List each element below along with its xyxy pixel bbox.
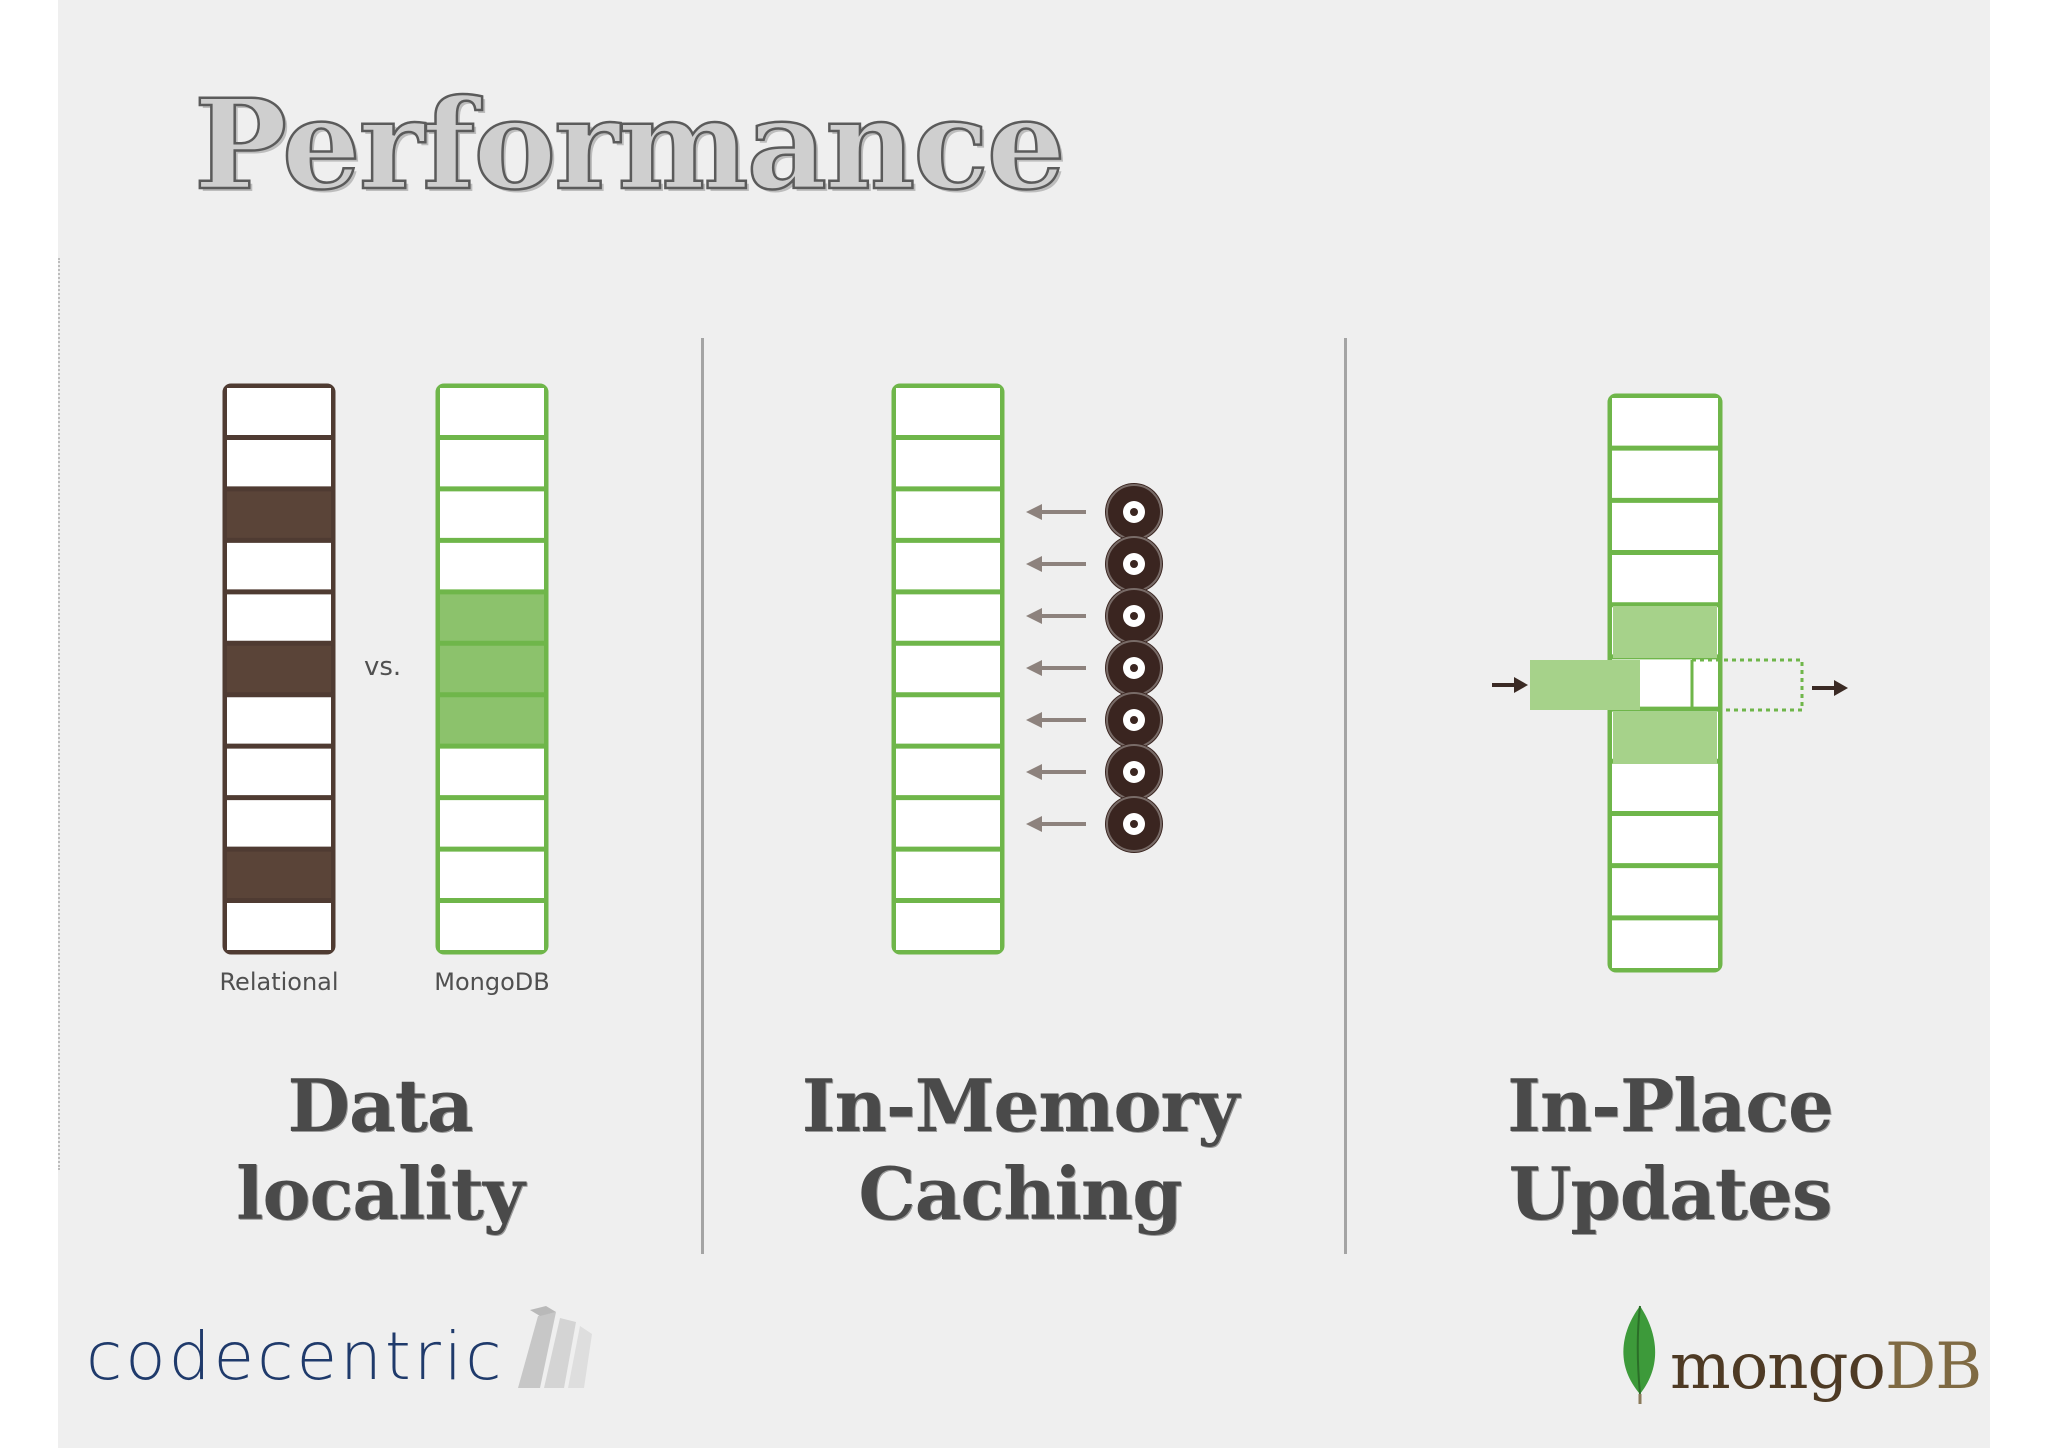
vs-label: vs.: [364, 652, 402, 682]
empty-row: [440, 439, 544, 487]
empty-row: [896, 645, 1000, 693]
caption-line: Data: [287, 1063, 474, 1148]
filled-row: [227, 490, 331, 539]
mongodb-label: MongoDB: [434, 968, 550, 996]
filled-row: [227, 851, 331, 899]
filled-row: [440, 645, 544, 693]
empty-row: [1612, 919, 1718, 968]
caption-line: locality: [236, 1151, 525, 1236]
relational-column: [222, 383, 336, 955]
relational-label: Relational: [219, 968, 339, 996]
caption-data-locality: Data locality: [180, 1062, 580, 1238]
empty-row: [227, 799, 331, 848]
update-column: [1492, 393, 1848, 973]
arrow-left-icon: [1026, 660, 1086, 676]
empty-row: [896, 388, 1000, 436]
filled-row: [227, 645, 331, 693]
empty-row: [896, 542, 1000, 590]
empty-row: [440, 542, 544, 590]
left-dotted-guide: [58, 258, 60, 1170]
caption-line: In-Place: [1507, 1063, 1834, 1148]
empty-row: [440, 748, 544, 796]
mongodb-logo-part: mongo: [1670, 1330, 1886, 1404]
empty-row: [896, 902, 1000, 950]
empty-row: [1612, 554, 1718, 603]
empty-row: [1612, 867, 1718, 916]
empty-row: [1612, 450, 1718, 499]
disk-icon: [1105, 483, 1163, 541]
empty-row: [227, 439, 331, 487]
slide-title: Performance: [193, 73, 1067, 218]
empty-row: [227, 748, 331, 796]
empty-row: [1612, 815, 1718, 864]
mongodb-column: [435, 383, 549, 955]
empty-row: [227, 388, 331, 436]
empty-row: [227, 696, 331, 745]
empty-row: [440, 490, 544, 539]
disk-icon: [1105, 795, 1163, 853]
arrow-left-icon: [1026, 816, 1086, 832]
caption-line: Caching: [858, 1151, 1182, 1236]
filled-row: [440, 696, 544, 745]
disk-icon: [1105, 587, 1163, 645]
arrow-out-icon: [1812, 680, 1848, 696]
arrow-left-icon: [1026, 608, 1086, 624]
empty-row: [1612, 398, 1718, 447]
empty-row: [1612, 502, 1718, 551]
filled-row: [440, 593, 544, 642]
updated-slot-fill: [1613, 606, 1717, 658]
disk-stack: [1026, 483, 1163, 853]
codecentric-logo: codecentric: [86, 1318, 505, 1395]
empty-row: [896, 696, 1000, 745]
incoming-record: [1530, 660, 1640, 710]
caption-line: In-Memory: [801, 1063, 1239, 1148]
empty-row: [896, 593, 1000, 642]
updated-slot-fill-lower: [1613, 712, 1717, 764]
mongodb-logo-part: DB: [1884, 1330, 1982, 1404]
memory-column: [891, 383, 1005, 955]
empty-row: [227, 902, 331, 950]
empty-row: [440, 799, 544, 848]
caption-in-place-updates: In-Place Updates: [1440, 1062, 1900, 1238]
arrow-left-icon: [1026, 556, 1086, 572]
empty-row: [440, 388, 544, 436]
empty-row: [440, 902, 544, 950]
caption-in-memory-caching: In-Memory Caching: [780, 1062, 1260, 1238]
arrow-left-icon: [1026, 764, 1086, 780]
section-divider: [1344, 338, 1347, 1254]
arrow-left-icon: [1026, 504, 1086, 520]
section-divider: [701, 338, 704, 1254]
disk-icon: [1105, 535, 1163, 593]
arrow-left-icon: [1026, 712, 1086, 728]
empty-row: [227, 542, 331, 590]
disk-icon: [1105, 639, 1163, 697]
empty-row: [896, 439, 1000, 487]
disk-icon: [1105, 743, 1163, 801]
mongodb-logo: mongoDB: [1670, 1330, 1982, 1404]
empty-row: [896, 748, 1000, 796]
empty-row: [896, 799, 1000, 848]
empty-row: [227, 593, 331, 642]
arrow-in-icon: [1492, 677, 1528, 693]
disk-icon: [1105, 691, 1163, 749]
empty-row: [440, 851, 544, 899]
caption-line: Updates: [1508, 1151, 1833, 1236]
empty-row: [1612, 763, 1718, 812]
empty-row: [896, 490, 1000, 539]
empty-row: [896, 851, 1000, 899]
